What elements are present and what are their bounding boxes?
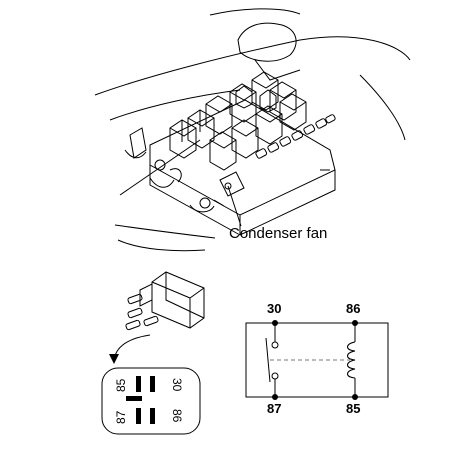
pin-face: 85 30 87 86	[101, 367, 201, 435]
pin-85-blade	[136, 376, 141, 392]
pin-86-label: 86	[170, 409, 184, 423]
relay-3d-view	[125, 271, 205, 331]
relay-schematic: 30 86 87 85	[245, 301, 389, 416]
pin-87-blade	[136, 408, 141, 424]
pin-87-label: 87	[114, 410, 128, 424]
coil	[347, 323, 356, 397]
condenser-fan-callout: Condenser fan	[229, 225, 328, 242]
switch-contact	[265, 323, 279, 397]
pin-86-blade	[150, 408, 155, 424]
terminal-87-label: 87	[267, 401, 281, 416]
terminal-85-label: 85	[346, 401, 360, 416]
terminal-86-label: 86	[346, 301, 360, 316]
engine-bay-drawing	[94, 8, 411, 252]
relay-cluster	[169, 71, 307, 171]
view-arrow-head	[109, 354, 119, 364]
pin-30-blade	[150, 376, 155, 392]
terminal-30-label: 30	[267, 301, 281, 316]
fuse-row	[255, 114, 336, 159]
pin-85-label: 85	[114, 378, 128, 392]
pin-30-label: 30	[170, 378, 184, 392]
view-arrow	[113, 334, 151, 361]
pin-mid-blade	[126, 396, 142, 401]
callout-leader	[227, 185, 242, 227]
